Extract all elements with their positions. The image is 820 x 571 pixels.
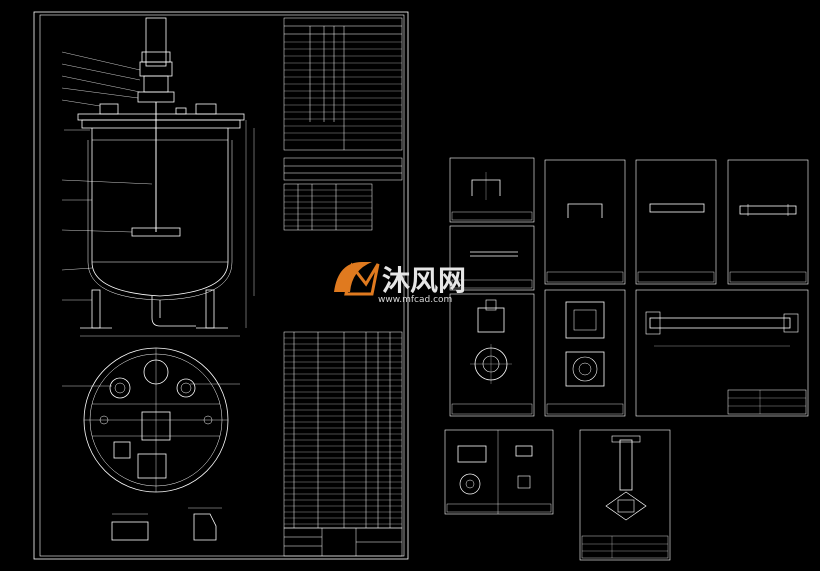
detail-sheet-1 bbox=[449, 157, 535, 223]
detail-sheet-6 bbox=[449, 293, 535, 417]
main-sheet bbox=[33, 11, 409, 560]
watermark-brand-text: 沐风网 bbox=[382, 264, 466, 297]
watermark-url: www.mfcad.com bbox=[378, 295, 452, 305]
detail-sheets bbox=[444, 157, 809, 561]
detail-sheet-4 bbox=[727, 159, 809, 285]
parts-list-table bbox=[283, 331, 403, 529]
reactor-elevation-view bbox=[61, 17, 255, 337]
detail-sheet-7 bbox=[544, 289, 626, 417]
mfcad-watermark: 沐风网 www.mfcad.com bbox=[334, 262, 466, 305]
detail-sheet-10 bbox=[579, 429, 671, 561]
detail-sheet-9 bbox=[444, 429, 554, 515]
title-block bbox=[283, 527, 403, 557]
detail-views-bottom bbox=[111, 507, 222, 541]
detail-sheet-3 bbox=[635, 159, 717, 285]
detail-sheet-5 bbox=[449, 225, 535, 291]
mfcad-logo bbox=[334, 262, 380, 296]
nozzle-table bbox=[283, 157, 403, 231]
detail-sheet-8 bbox=[635, 289, 809, 417]
detail-sheet-2 bbox=[544, 159, 626, 285]
reactor-plan-view bbox=[62, 347, 240, 493]
